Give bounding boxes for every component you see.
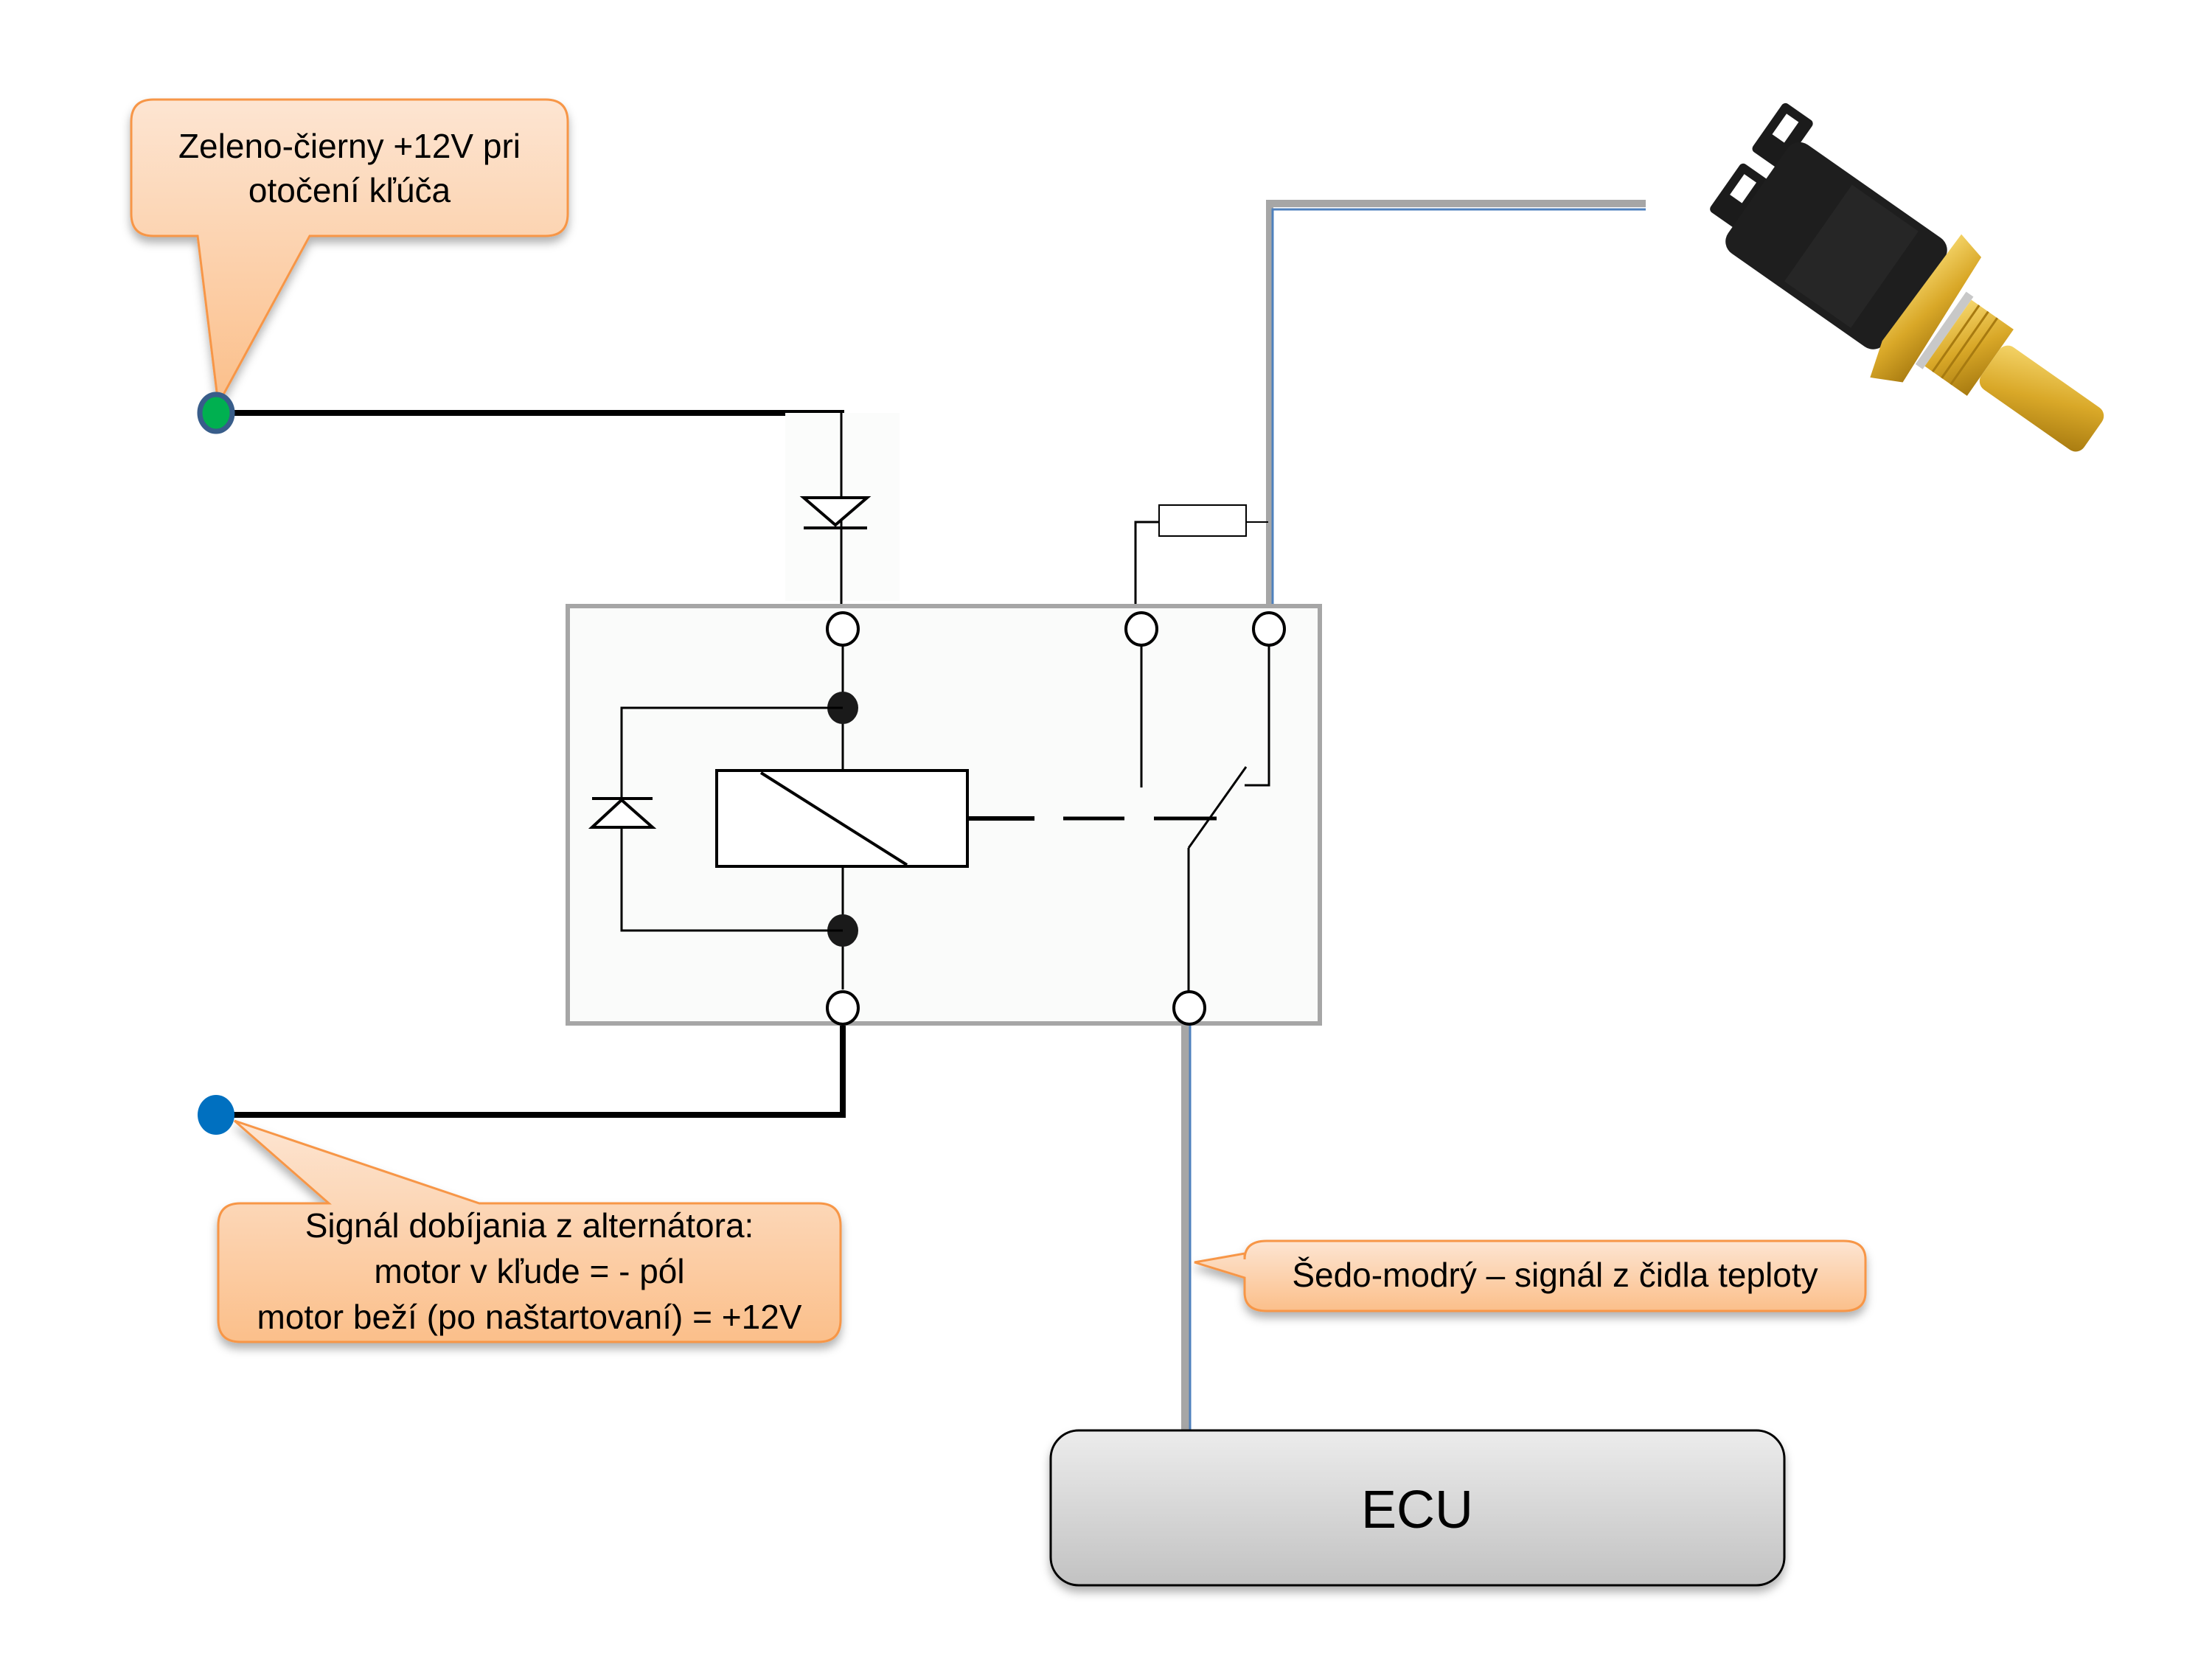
callout-temp-signal-shape (1194, 1239, 1867, 1312)
diode-icon (799, 496, 872, 527)
sensor-probe (1979, 345, 2104, 452)
wire-sensor (1266, 200, 1646, 606)
wire-ecu-signal (1181, 1023, 1192, 1430)
relay-terminal-85 (826, 990, 860, 1026)
resistor (1134, 504, 1268, 606)
callout-alternator-line-3: motor beží (po naštartovaní) = +12V (257, 1298, 802, 1336)
relay-terminal-30 (1172, 990, 1206, 1026)
callout-alternator: Signál dobíjania z alternátora: motor v … (217, 1119, 842, 1343)
callout-ignition: Zeleno-čierny +12V pri otočení kľúča (130, 98, 569, 408)
ecu-box: ECU (1049, 1429, 1786, 1587)
sensor-hex-nut (1870, 234, 1982, 383)
flyback-diode-icon (588, 798, 657, 829)
relay (566, 604, 1322, 1026)
wire-ignition (216, 410, 844, 442)
relay-terminal-87 (1252, 611, 1286, 647)
callout-temp-signal-text: Šedo-modrý – signál z čidla teploty (1292, 1256, 1818, 1294)
callout-alternator-shape (217, 1119, 842, 1343)
callout-ignition-line-2: otočení kľúča (248, 171, 451, 209)
node-ignition-green (197, 392, 235, 434)
ecu-label: ECU (1361, 1481, 1473, 1540)
callout-ignition-shape (130, 98, 569, 408)
callout-alternator-line-1: Signál dobíjania z alternátora: (305, 1206, 754, 1245)
callout-alternator-line-2: motor v kľude = - pól (374, 1252, 684, 1290)
callout-ignition-line-1: Zeleno-čierny +12V pri (178, 127, 521, 165)
input-diode (785, 413, 900, 606)
callout-temp-signal: Šedo-modrý – signál z čidla teploty (1194, 1239, 1867, 1312)
relay-terminal-86 (826, 611, 860, 647)
node-alternator-blue (198, 1095, 234, 1135)
temperature-sensor (1710, 102, 2104, 452)
wire-alternator (216, 1025, 846, 1118)
relay-terminal-87a (1124, 611, 1158, 647)
relay-coil (715, 769, 969, 868)
resistor-icon (1158, 504, 1247, 537)
